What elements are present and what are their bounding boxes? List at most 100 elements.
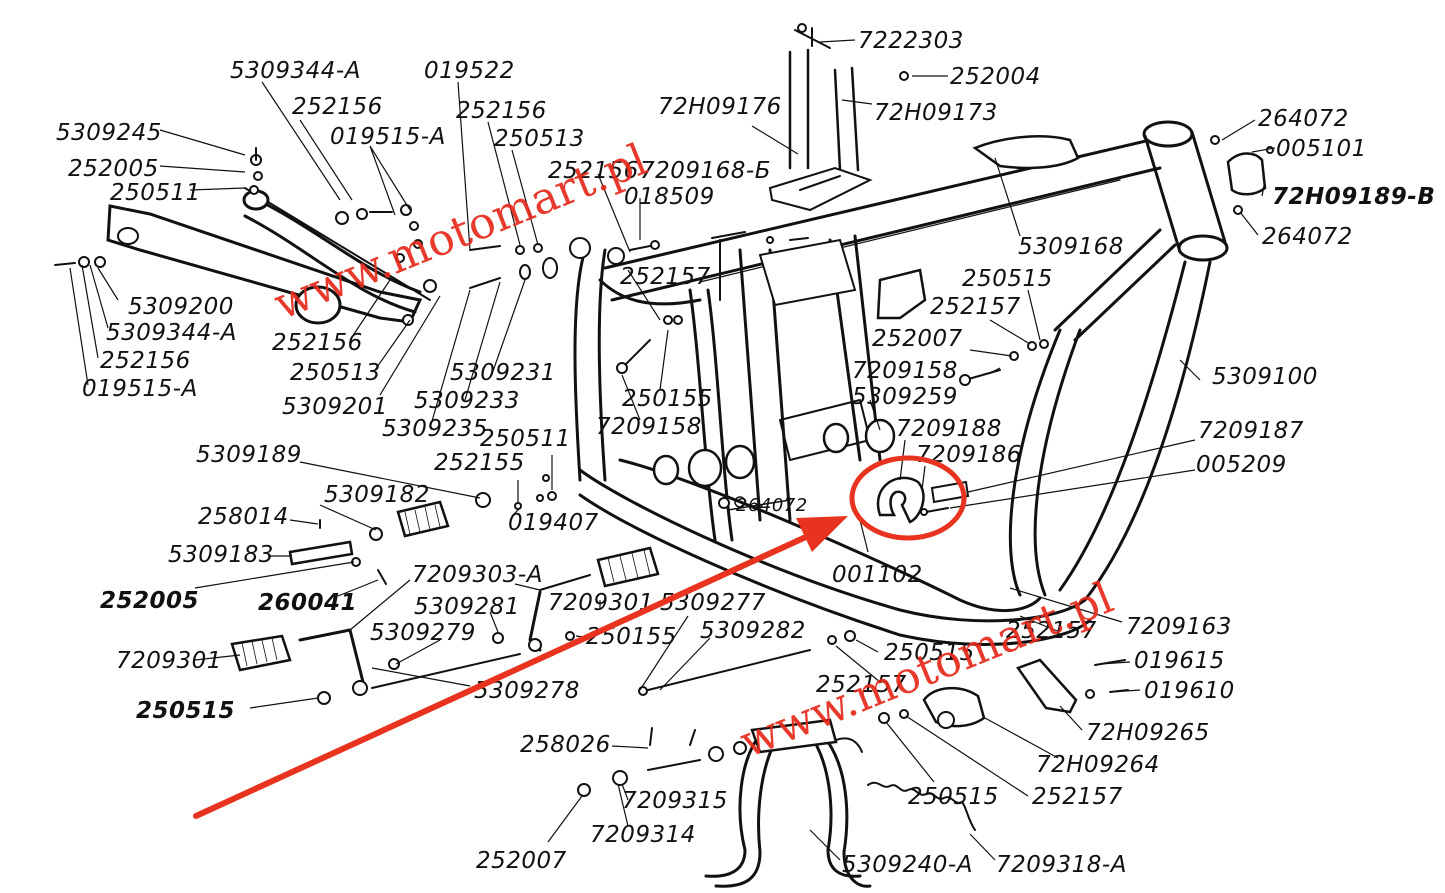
leader-lines (69, 39, 1276, 861)
highlight-circle (849, 455, 967, 541)
part-label: 72H09265 (1086, 720, 1210, 746)
part-label: 5309100 (1212, 364, 1318, 390)
bearings (652, 418, 896, 488)
highlight-arrow-shaft (193, 533, 811, 819)
part-label: 7209188 (896, 416, 1002, 442)
part-label: 5309282 (700, 618, 806, 644)
part-label: 7209163 (1126, 614, 1232, 640)
part-label: 5309182 (324, 482, 430, 508)
center-stand (647, 718, 872, 888)
part-label: 5309245 (56, 120, 162, 146)
part-label: 019407 (508, 510, 599, 536)
highlight-arrow-head (796, 516, 848, 552)
frame-bracket (876, 268, 927, 320)
part-label: 250515 (136, 698, 235, 724)
part-label: 250513 (494, 126, 585, 152)
part-label: 5309344-A (230, 58, 361, 84)
frame-rear-loop (569, 237, 734, 542)
part-label: 252005 (100, 588, 199, 614)
part-label: 250511 (480, 426, 571, 452)
part-label: 252157 (1006, 618, 1097, 644)
part-label: 252005 (68, 156, 159, 182)
part-label: 252155 (434, 450, 525, 476)
part-label: 5309235 (382, 416, 488, 442)
part-label: 7209315 (622, 788, 728, 814)
frame-down-tube (1008, 228, 1212, 602)
part-label: 260041 (258, 590, 357, 616)
clamp-parts (876, 476, 970, 524)
bracket-72H09265 (1016, 658, 1078, 714)
part-label: 5309279 (370, 620, 476, 646)
part-label: 264072 (1258, 106, 1349, 132)
part-label: 019522 (424, 58, 515, 84)
part-label: 019610 (1144, 678, 1235, 704)
part-label: 72H09173 (874, 100, 998, 126)
part-label: 5309344-A (106, 320, 237, 346)
part-label: 005209 (1196, 452, 1287, 478)
part-label: 250515 (962, 266, 1053, 292)
part-label: 252004 (950, 64, 1041, 90)
part-label: 7209318-A (996, 852, 1127, 878)
part-label: 252157 (930, 294, 1021, 320)
footrest-bars (288, 540, 811, 696)
part-label: 5309259 (852, 384, 958, 410)
part-label: 250155 (586, 624, 677, 650)
part-label: 019615 (1134, 648, 1225, 674)
part-label: 250515 (908, 784, 999, 810)
part-label: 250511 (110, 180, 201, 206)
part-label: 250515 (884, 640, 975, 666)
frame-line-art (54, 23, 1274, 888)
part-label: 7209187 (1198, 418, 1304, 444)
part-label: 72H09264 (1036, 752, 1160, 778)
part-label: 5309233 (414, 388, 520, 414)
part-label: 252156 (272, 330, 363, 356)
part-label: 252156 (100, 348, 191, 374)
bracket-knob (937, 711, 955, 729)
part-label: 252157 (620, 264, 711, 290)
part-label: 258014 (198, 504, 289, 530)
part-label: 252156 (292, 94, 383, 120)
part-labels: 7222303 252004 72H09176 72H09173 5309344… (56, 28, 1435, 878)
part-label: 250513 (290, 360, 381, 386)
part-label: 019515-A (330, 124, 446, 150)
part-label: 252156 (548, 158, 639, 184)
part-label: 7209168-Б (640, 158, 771, 184)
part-label: 252157 (816, 672, 907, 698)
part-label: 7222303 (858, 28, 964, 54)
part-label: 5309201 (282, 394, 388, 420)
part-label: 5309281 (414, 594, 520, 620)
part-label: 72H09189-B (1272, 184, 1435, 210)
frame-head-tube (1142, 120, 1229, 262)
seat-posts (768, 23, 873, 212)
part-label: 7209303-A (412, 562, 543, 588)
part-label: 5309200 (128, 294, 234, 320)
frame-cradle (578, 458, 1092, 646)
part-label: 5309183 (168, 542, 274, 568)
part-label: 019515-A (82, 376, 198, 402)
headlamp-plate (1226, 152, 1267, 196)
swingarm (106, 187, 431, 325)
part-label: 252157 (1032, 784, 1123, 810)
part-label: 252156 (456, 98, 547, 124)
part-label: 7209158 (852, 358, 958, 384)
part-label: 005101 (1276, 136, 1367, 162)
watermark-text: www.motomart.pl (733, 572, 1120, 768)
part-label: 72H09176 (658, 94, 782, 120)
part-label: 018509 (624, 184, 715, 210)
part-label: 7209301 (116, 648, 222, 674)
frame-center-box (711, 231, 882, 522)
part-label: 250155 (622, 386, 713, 412)
part-label: 258026 (520, 732, 611, 758)
rear-bracket (972, 135, 1080, 170)
boss-264072 (734, 496, 746, 508)
stand-spring (867, 781, 976, 831)
part-label: 5309240-A (842, 852, 973, 878)
part-label: 5309231 (450, 360, 556, 386)
part-label: 001102 (832, 562, 923, 588)
part-label: 252007 (476, 848, 567, 874)
part-label: 7209158 (596, 414, 702, 440)
watermark-text: www.motomart.pl (267, 134, 654, 330)
part-label: 252007 (872, 326, 963, 352)
part-label: 5309168 (1018, 234, 1124, 260)
